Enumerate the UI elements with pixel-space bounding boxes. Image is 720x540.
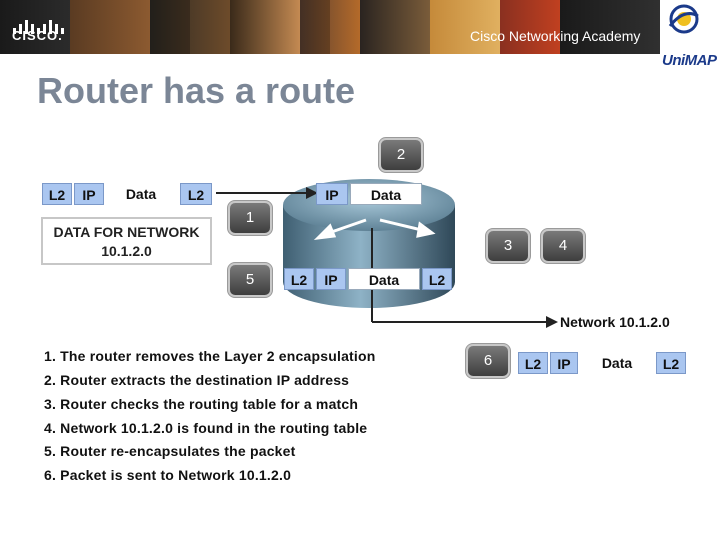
step-badge-1: 1: [230, 203, 270, 233]
router-packet-ip-header: IP: [316, 183, 348, 205]
incoming-frame-l2-header: L2: [42, 183, 72, 205]
data-box-line2: 10.1.2.0: [101, 243, 152, 259]
outgoing-frame-ip-header: IP: [550, 352, 578, 374]
reencap-frame-l2-header: L2: [284, 268, 314, 290]
incoming-frame-ip-header: IP: [74, 183, 104, 205]
step-text-3: 3. Router checks the routing table for a…: [44, 396, 359, 412]
step-badge-5: 5: [230, 265, 270, 295]
header-banner: CISCO. Cisco Networking Academy: [0, 0, 660, 54]
step-badge-3: 3: [488, 231, 528, 261]
outgoing-frame-l2-header: L2: [518, 352, 548, 374]
data-box-line1: DATA FOR NETWORK: [53, 224, 200, 240]
cisco-bridge-logo-icon: [13, 20, 64, 34]
partner-logo-text: UniMAP: [662, 52, 717, 69]
cisco-logo-text: CISCO.: [12, 28, 63, 43]
step-badge-2: 2: [381, 140, 421, 170]
outgoing-frame-l2-trailer: L2: [656, 352, 686, 374]
router-packet-data: Data: [350, 183, 422, 205]
step-text-6: 6. Packet is sent to Network 10.1.2.0: [44, 467, 292, 483]
network-label: Network 10.1.2.0: [560, 314, 670, 330]
step-badge-6: 6: [468, 346, 508, 376]
reencap-frame-ip-header: IP: [316, 268, 346, 290]
slide-title: Router has a route: [37, 70, 356, 111]
banner-photo: [150, 0, 190, 54]
networking-academy-label: Cisco Networking Academy: [470, 28, 641, 44]
step-text-4: 4. Network 10.1.2.0 is found in the rout…: [44, 420, 368, 436]
step-text-5: 5. Router re-encapsulates the packet: [44, 443, 296, 459]
banner-photo: [300, 0, 330, 54]
incoming-frame-data: Data: [106, 183, 176, 205]
step-text-1: 1. The router removes the Layer 2 encaps…: [44, 348, 376, 364]
reencap-frame-data: Data: [348, 268, 420, 290]
university-emblem-icon: [668, 4, 699, 34]
reencap-frame-l2-trailer: L2: [422, 268, 452, 290]
outgoing-frame-data: Data: [580, 352, 654, 374]
step-text-2: 2. Router extracts the destination IP ad…: [44, 372, 350, 388]
data-for-network-box: DATA FOR NETWORK 10.1.2.0: [41, 217, 212, 265]
incoming-frame-l2-trailer: L2: [180, 183, 212, 205]
step-badge-4: 4: [543, 231, 583, 261]
